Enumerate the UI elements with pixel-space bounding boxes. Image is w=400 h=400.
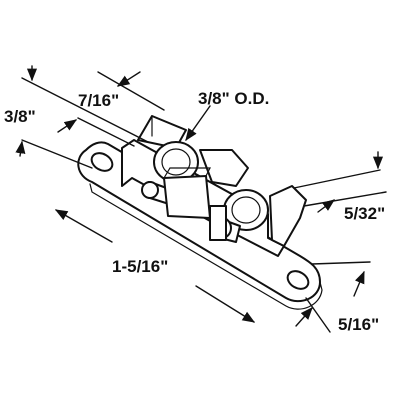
dim-label-roller-od: 3/8" O.D. bbox=[198, 89, 269, 108]
roller-assembly-part bbox=[77, 115, 323, 310]
dim-label-top-width: 7/16" bbox=[78, 91, 119, 110]
dimension-lines bbox=[15, 65, 387, 333]
dim-label-end-width: 5/16" bbox=[338, 315, 379, 334]
dim-label-hole-spacing: 1-5/16" bbox=[112, 257, 168, 276]
dimension-labels: 3/8" 7/16" 3/8" O.D. 5/32" 1-5/16" 5/16" bbox=[4, 89, 385, 334]
post bbox=[209, 205, 227, 241]
dim-label-height: 3/8" bbox=[4, 107, 36, 126]
axle-block-1 bbox=[163, 175, 211, 219]
housing-tab-right bbox=[269, 185, 307, 247]
mounting-hole-left bbox=[90, 152, 114, 172]
dim-label-side-offset: 5/32" bbox=[344, 204, 385, 223]
mounting-hole-right bbox=[286, 270, 310, 290]
center-rib bbox=[199, 149, 249, 187]
